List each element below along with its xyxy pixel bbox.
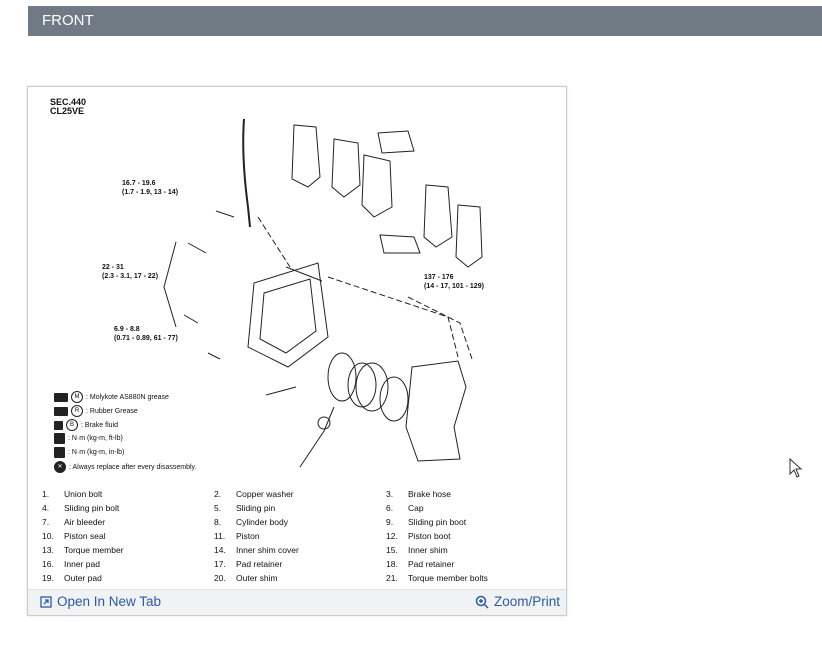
grease-icon	[54, 406, 68, 416]
card-footer: Open In New Tab Zoom/Print	[28, 589, 566, 615]
legend-brake-fluid: B: Brake fluid	[54, 419, 118, 431]
legend-molykote: M: Molykote AS880N grease	[54, 391, 169, 403]
parts-row: 13.Torque member 14.Inner shim cover 15.…	[42, 545, 448, 555]
mouse-cursor-icon	[789, 458, 803, 478]
parts-list: 1.Union bolt 2.Copper washer 3.Brake hos…	[42, 487, 562, 585]
model-code: CL25VE	[50, 106, 85, 116]
section-header: FRONT	[28, 6, 822, 36]
legend-torque-ft-lb: : N·m (kg-m, ft-lb)	[54, 433, 123, 444]
torque-spec-7: 6.9 - 8.8(0.71 - 0.89, 61 - 77)	[114, 326, 178, 342]
sec-code: SEC.440	[50, 97, 87, 107]
exploded-diagram[interactable]	[28, 87, 566, 487]
replace-icon: ✕	[54, 461, 66, 473]
torque-spec-21: 137 - 176(14 - 17, 101 - 129)	[424, 274, 484, 290]
diagram-section-label: SEC.440 CL25VE	[50, 98, 86, 116]
legend-replace: ✕: Always replace after every disassembl…	[54, 461, 196, 473]
section-title: FRONT	[42, 12, 94, 29]
zoom-in-icon	[475, 595, 489, 609]
figure-card: SEC.440 CL25VE 16.7 - 19.6(1.7 - 1.9, 13…	[27, 86, 567, 616]
grease-icon	[54, 392, 68, 402]
parts-row: 1.Union bolt 2.Copper washer 3.Brake hos…	[42, 489, 451, 499]
parts-row: 10.Piston seal 11.Piston 12.Piston boot	[42, 531, 451, 541]
open-in-new-tab-link[interactable]: Open In New Tab	[40, 594, 161, 609]
legend-torque-in-lb: : N·m (kg-m, in-lb)	[54, 447, 124, 458]
legend-rubber-grease: R: Rubber Grease	[54, 405, 138, 417]
parts-row: 16.Inner pad 17.Pad retainer 18.Pad reta…	[42, 559, 455, 569]
torque-spec-4: 22 - 31(2.3 - 3.1, 17 - 22)	[102, 264, 159, 280]
parts-row: 4.Sliding pin bolt 5.Sliding pin 6.Cap	[42, 503, 424, 513]
fluid-icon	[54, 420, 63, 430]
parts-row: 7.Air bleeder 8.Cylinder body 9.Sliding …	[42, 517, 467, 527]
parts-row: 19.Outer pad 20.Outer shim 21.Torque mem…	[42, 573, 488, 583]
torque-icon	[54, 433, 65, 444]
torque-spec-1: 16.7 - 19.6(1.7 - 1.9, 13 - 14)	[122, 180, 179, 196]
open-new-tab-icon	[40, 595, 52, 608]
torque-icon	[54, 447, 65, 458]
zoom-print-link[interactable]: Zoom/Print	[475, 594, 560, 609]
